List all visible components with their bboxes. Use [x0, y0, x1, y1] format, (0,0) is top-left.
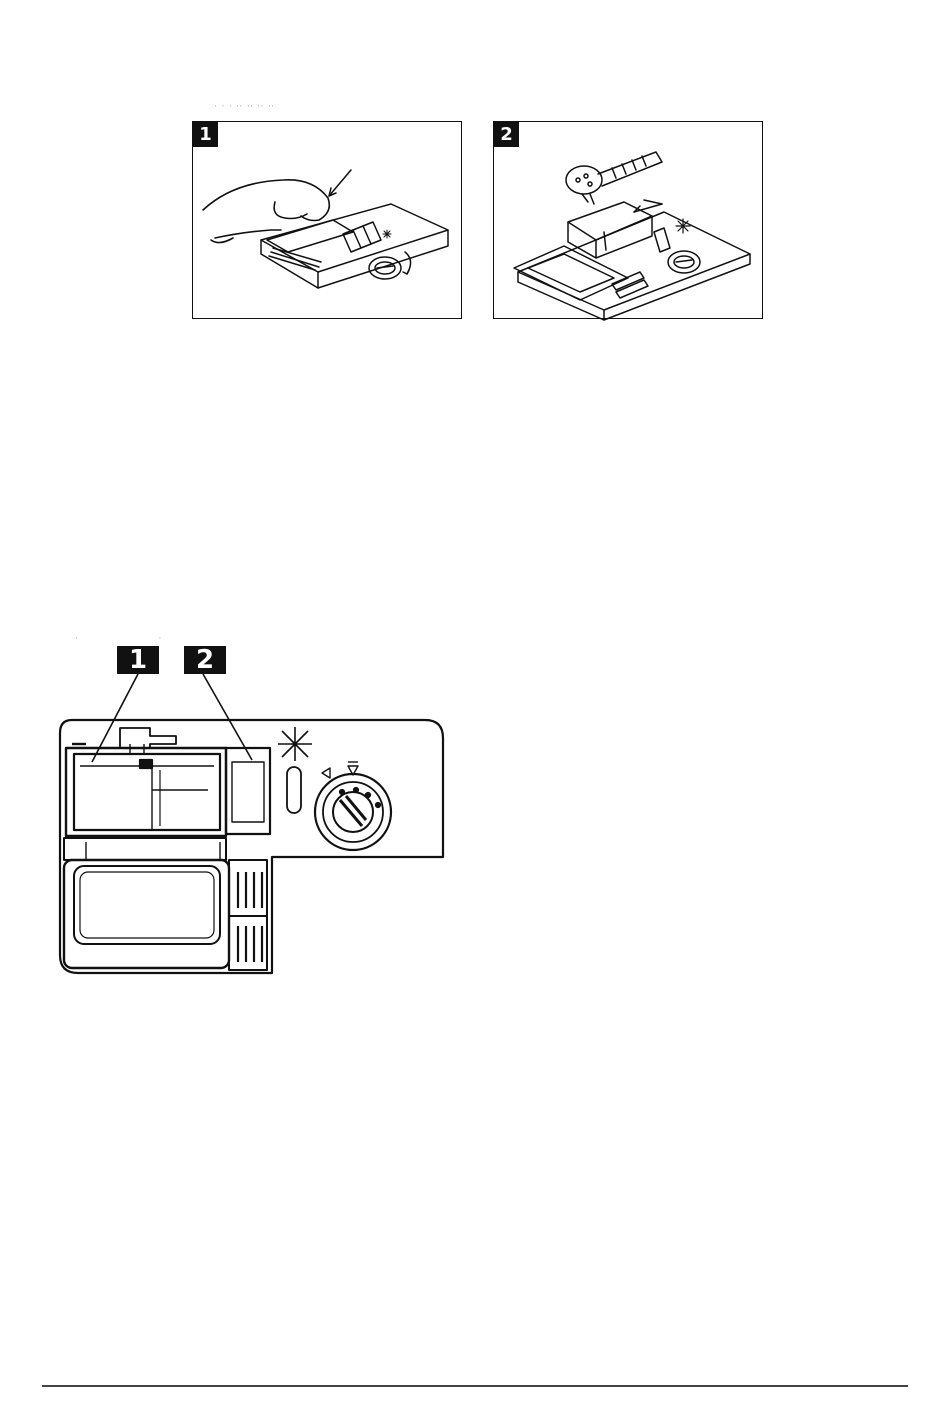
lid-latch — [120, 728, 176, 748]
lower-tray — [64, 860, 229, 968]
page-footer-rule — [42, 1385, 908, 1387]
dial-icon — [315, 762, 391, 850]
rinse-aid-indicator — [287, 767, 301, 813]
snowflake-icon — [278, 727, 312, 761]
vent-slots — [229, 860, 267, 970]
